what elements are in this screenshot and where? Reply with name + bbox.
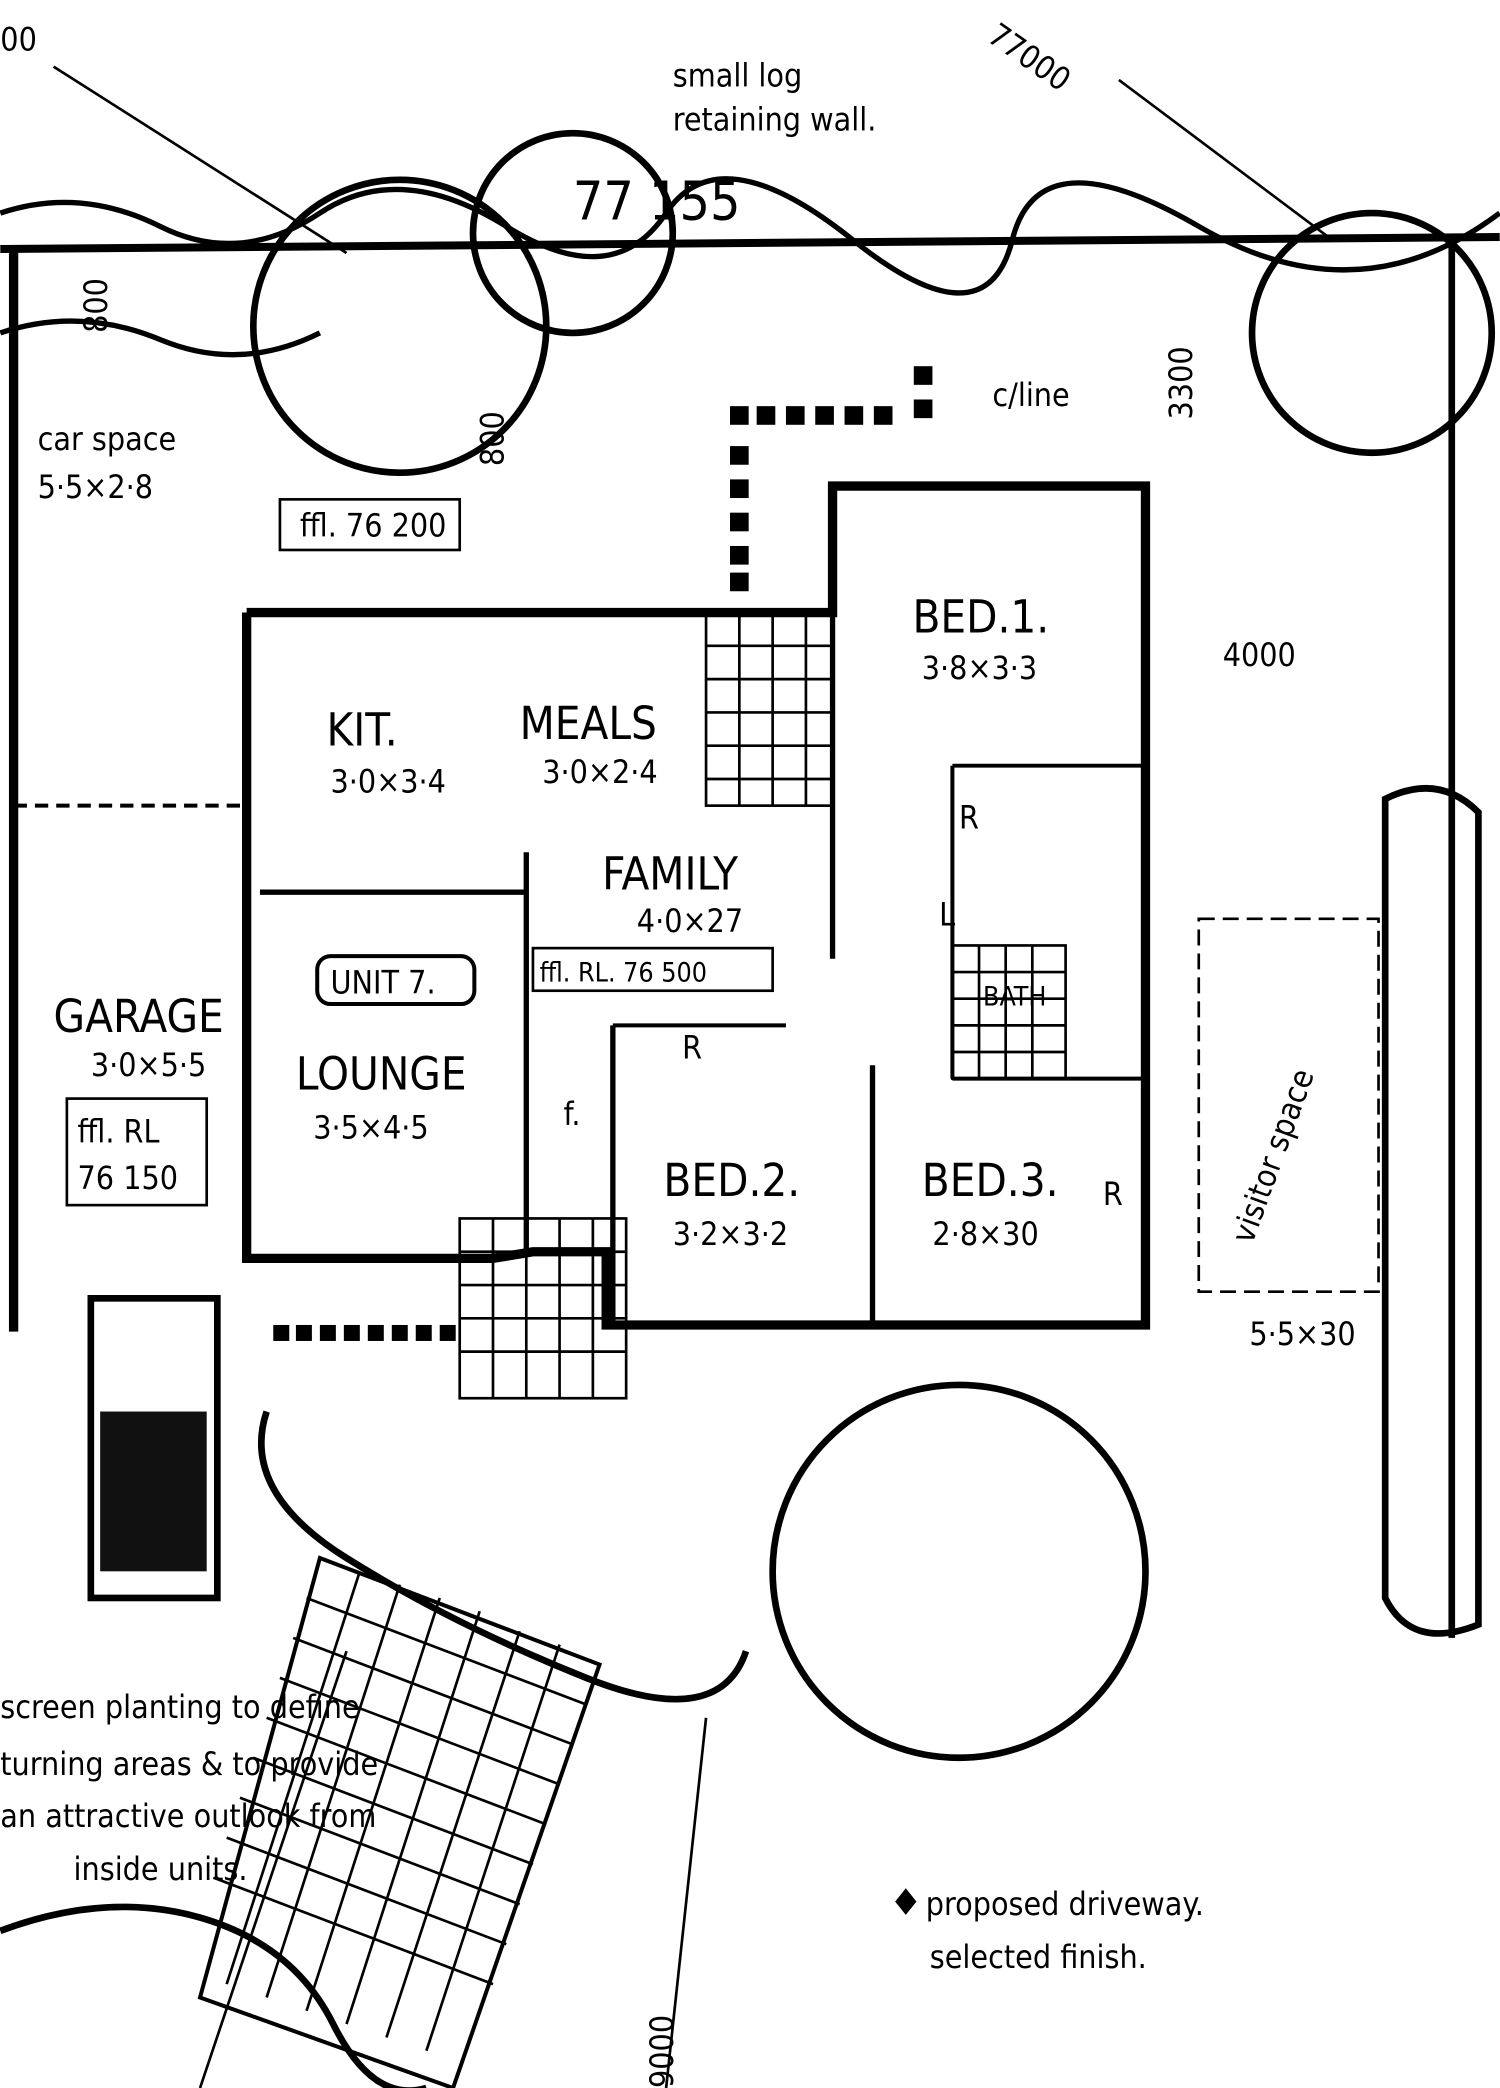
boundary-lines: [0, 65, 1500, 2088]
driveway-note: selected finish.: [930, 1938, 1147, 1976]
garage-size: 3·0×5·5: [91, 1046, 206, 1084]
svg-text:screen planting to define: screen planting to define: [0, 1688, 359, 1726]
ffl-car: ffl. 76 200: [300, 507, 447, 545]
car-space-label: car space: [38, 420, 177, 458]
linen-label: L: [939, 895, 955, 933]
unit-number: UNIT 7.: [331, 963, 436, 1001]
level-77000: 77000: [981, 15, 1078, 99]
parked-car: [100, 1411, 207, 1572]
lounge-label: LOUNGE: [296, 1047, 467, 1100]
garage-ffl: 76 150: [78, 1159, 179, 1197]
driveway-note: proposed driveway.: [926, 1885, 1204, 1923]
family-label: FAMILY: [602, 848, 738, 901]
family-size: 4·0×27: [637, 902, 743, 940]
kit-size: 3·0×3·4: [331, 762, 446, 800]
log-wall-blocks: [273, 366, 933, 1341]
retaining-wall-note: small log: [673, 57, 802, 95]
bath-label: BATH: [983, 981, 1046, 1012]
dim-9000: 9000: [643, 2015, 681, 2088]
visitor-space-size: 5·5×30: [1249, 1315, 1355, 1353]
datum-marker-icon: [895, 1888, 917, 1915]
bed1-size: 3·8×3·3: [922, 649, 1037, 687]
dim-3300: 3300: [1162, 346, 1200, 419]
dim-4000: 4000: [1223, 636, 1296, 674]
meals-size: 3·0×2·4: [542, 753, 657, 791]
robe-label: R: [959, 798, 979, 836]
lounge-size: 3·5×4·5: [313, 1109, 428, 1147]
visitor-space-label: visitor space: [1224, 1064, 1322, 1248]
robe-label: R: [1103, 1175, 1123, 1213]
level-77155: 77 155: [573, 171, 741, 233]
retaining-wall-note: retaining wall.: [673, 100, 877, 138]
dim-800: 800: [474, 411, 512, 466]
trees: [0, 129, 1500, 2088]
garage-label: GARAGE: [54, 990, 224, 1043]
dim-800-small: 800: [77, 278, 115, 333]
centreline-label: c/line: [992, 376, 1069, 414]
meals-label: MEALS: [520, 697, 657, 750]
car-space-size: 5·5×2·8: [38, 468, 153, 506]
fridge-label: f.: [564, 1095, 581, 1133]
svg-text:an attractive outlook from: an attractive outlook from: [0, 1797, 376, 1835]
kit-label: KIT.: [327, 704, 398, 757]
robe-label: R: [682, 1029, 702, 1067]
svg-text:turning areas & to provide: turning areas & to provide: [0, 1745, 378, 1783]
corner-label: 00: [0, 21, 37, 59]
bed3-label: BED.3.: [922, 1154, 1059, 1207]
paving-grid: [197, 611, 1067, 2088]
bed2-label: BED.2.: [663, 1154, 800, 1207]
garage-ffl: ffl. RL: [78, 1113, 160, 1151]
screen-planting-note: screen planting to define turning areas …: [0, 1688, 378, 1888]
svg-text:inside units.: inside units.: [74, 1850, 248, 1888]
bed2-size: 3·2×3·2: [673, 1215, 788, 1253]
bed3-size: 2·8×30: [932, 1215, 1038, 1253]
bed1-label: BED.1.: [912, 591, 1049, 644]
family-ffl: ffl. RL. 76 500: [540, 957, 707, 988]
